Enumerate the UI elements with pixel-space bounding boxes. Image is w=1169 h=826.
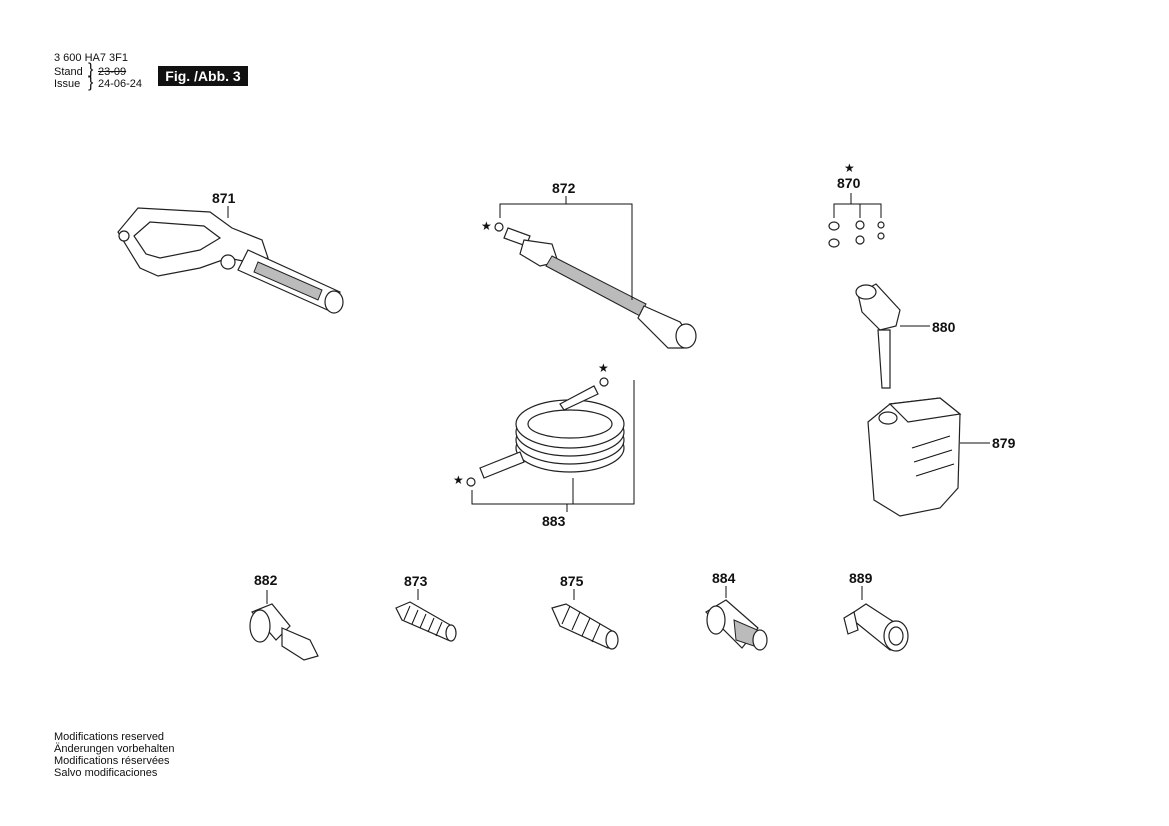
issue-brace: }: [88, 74, 94, 91]
part-879-detergent-tank[interactable]: [867, 397, 962, 517]
part-884-quick-coupler[interactable]: [705, 599, 768, 651]
part-889-hose-connector[interactable]: [843, 603, 909, 652]
part-number-873: 873: [404, 573, 428, 589]
footer-line-fr: Modifications réservées: [54, 755, 170, 767]
part-number-870: 870: [837, 175, 861, 191]
part-number-875: 875: [560, 573, 584, 589]
star-marker-872: ★: [481, 219, 492, 233]
part-number-882: 882: [254, 572, 278, 588]
footer-line-es: Salvo modificaciones: [54, 767, 158, 779]
star-marker-870: ★: [844, 161, 855, 175]
part-number-879: 879: [992, 435, 1016, 451]
part-number-880: 880: [932, 319, 956, 335]
part-number-871: 871: [212, 190, 236, 206]
part-871-spray-gun[interactable]: [117, 207, 344, 314]
footer-line-de: Änderungen vorbehalten: [54, 743, 175, 755]
part-882-adapter[interactable]: [249, 603, 319, 661]
part-number-889: 889: [849, 570, 873, 586]
footer-line-en: Modifications reserved: [54, 731, 165, 743]
stand-label: Stand: [54, 66, 83, 78]
stand-date: 23-09: [98, 66, 127, 78]
part-870-o-ring-set[interactable]: [828, 220, 885, 248]
document-number: 3 600 HA7 3F1: [54, 52, 128, 64]
part-880-suction-tube[interactable]: [855, 283, 901, 389]
part-875-rotary-nozzle[interactable]: [551, 603, 619, 650]
bracket-872: [499, 203, 633, 300]
part-872-lance[interactable]: [494, 222, 697, 349]
bracket-883: [471, 380, 635, 505]
stand-brace: }: [88, 61, 94, 78]
star-marker-883-top: ★: [598, 361, 609, 375]
part-number-884: 884: [712, 570, 736, 586]
part-873-nozzle[interactable]: [395, 601, 457, 642]
issue-label: Issue: [54, 78, 81, 90]
figure-badge: Fig. /Abb. 3: [158, 66, 248, 86]
part-number-872: 872: [552, 180, 576, 196]
bracket-870: [833, 203, 882, 218]
issue-date: 24-06-24: [98, 78, 143, 90]
star-marker-883-bottom: ★: [453, 473, 464, 487]
part-number-883: 883: [542, 513, 566, 529]
part-883-high-pressure-hose[interactable]: [466, 377, 625, 487]
